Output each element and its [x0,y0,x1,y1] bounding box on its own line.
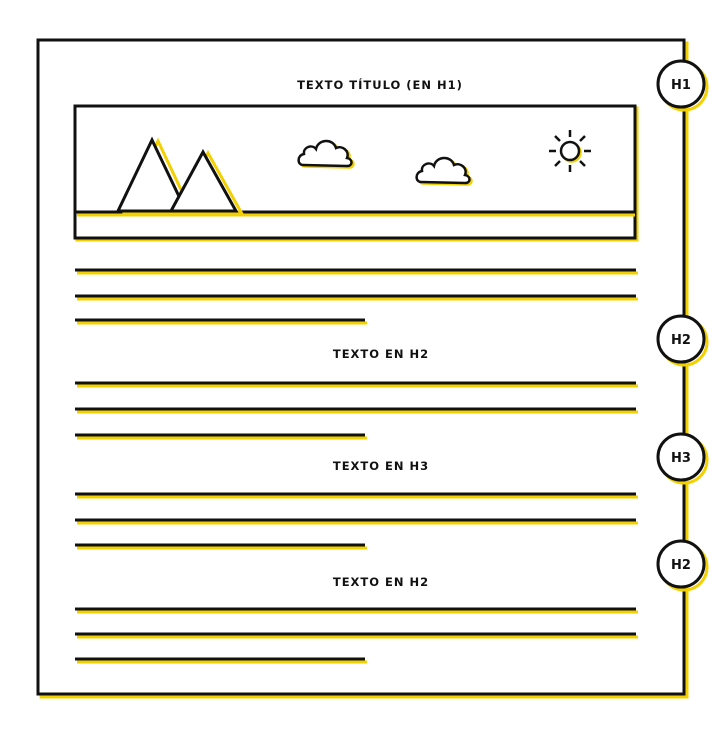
paragraph-placeholder [75,381,638,440]
section-heading: TEXTO EN H2 [333,347,429,361]
heading-badge-h2: H2 [656,314,709,367]
heading-badge-h3: H3 [656,432,709,485]
paragraph-placeholder [75,607,638,664]
paragraph-placeholder [75,268,638,325]
section-heading: TEXTO EN H2 [333,575,429,589]
mountain-icon [115,136,195,215]
paragraph-placeholder [75,492,638,550]
sun-icon [549,130,591,172]
page-title: TEXTO TÍTULO (EN H1) [297,77,463,92]
heading-badge-label: H2 [671,558,691,573]
heading-badge-h1: H1 [656,59,709,112]
hero-image [73,104,639,242]
heading-badge-label: H2 [671,333,691,348]
heading-badge-label: H1 [671,78,691,93]
cloud-icon [297,139,355,169]
heading-badge-label: H3 [671,451,691,466]
mountain-icon [168,148,244,214]
section-heading: TEXTO EN H3 [333,459,429,473]
cloud-icon [415,156,473,186]
heading-badge-h2: H2 [656,539,709,592]
